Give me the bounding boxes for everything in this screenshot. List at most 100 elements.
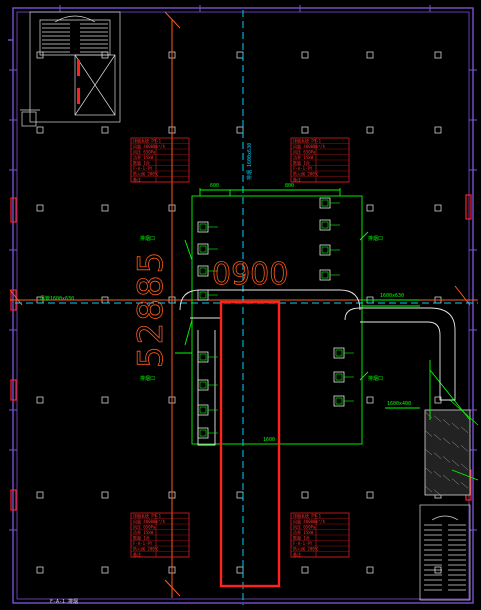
terminal-core bbox=[335, 397, 343, 405]
stair-bottom-right bbox=[419, 504, 471, 601]
column-marker bbox=[101, 126, 109, 134]
table-cell: 备注 bbox=[293, 551, 301, 557]
terminal-core bbox=[199, 245, 207, 253]
hatch-stroke bbox=[433, 471, 442, 478]
table-cell: 排烟系统 PY-1 bbox=[133, 513, 162, 519]
column-marker bbox=[36, 566, 44, 574]
table-cell: 风量 48000m³/h bbox=[133, 518, 166, 524]
terminal-core bbox=[199, 381, 207, 389]
hatch-stroke bbox=[433, 452, 442, 459]
table-cell: 防火阀 280℃ bbox=[133, 171, 159, 177]
table-cell: 风压 650Pa bbox=[133, 525, 156, 530]
table-cell: 风量 48000m³/h bbox=[293, 518, 326, 524]
hatched-room bbox=[424, 399, 479, 496]
duct-label-lower-right: 1600x400 bbox=[387, 401, 411, 407]
table-cell: 备注 bbox=[133, 176, 141, 182]
hatch-stroke bbox=[451, 478, 460, 485]
center-vertical-label: 排烟 1600x630 bbox=[246, 143, 253, 180]
terminal-core bbox=[335, 349, 343, 357]
table-cell: F-A-1-PY bbox=[133, 166, 153, 171]
hatch-stroke bbox=[424, 448, 433, 456]
hatch-stroke bbox=[460, 463, 469, 470]
column-marker bbox=[366, 51, 374, 59]
terminal-core bbox=[199, 353, 207, 361]
wall-red-markers bbox=[10, 194, 472, 511]
hatch-stroke bbox=[424, 485, 433, 493]
column-marker bbox=[101, 491, 109, 499]
table-cell: 数量 1台 bbox=[133, 535, 150, 541]
table-cell: 排烟系统 PY-1 bbox=[133, 138, 162, 144]
table-cell: 风压 650Pa bbox=[293, 150, 316, 155]
table-cell: 备注 bbox=[293, 176, 301, 182]
equipment-label-bottom-right: 排烟口 bbox=[368, 375, 383, 382]
table-cell: 数量 1台 bbox=[293, 535, 310, 541]
selection-highlight[interactable] bbox=[219, 300, 281, 588]
axis-label-right: 1600x630 bbox=[380, 293, 404, 299]
hatch-stroke bbox=[433, 434, 442, 441]
center-dim-top-left: 600 bbox=[210, 183, 219, 189]
column-marker bbox=[301, 51, 309, 59]
table-cell: 风压 650Pa bbox=[133, 150, 156, 155]
table-cell: 风量 48000m³/h bbox=[133, 143, 166, 149]
terminal-core bbox=[199, 267, 207, 275]
table-cell: 功率 15kW bbox=[293, 154, 314, 160]
hatch-stroke bbox=[442, 456, 451, 463]
center-dim-bottom: 1600 bbox=[263, 437, 275, 443]
terminal-unit bbox=[333, 347, 345, 359]
column-marker bbox=[236, 126, 244, 134]
column-marker bbox=[36, 204, 44, 212]
hatch-stroke bbox=[433, 415, 442, 422]
column-marker bbox=[301, 126, 309, 134]
terminal-core bbox=[321, 199, 329, 207]
terminal-unit bbox=[197, 243, 209, 255]
table-cell: 防火阀 280℃ bbox=[293, 171, 319, 177]
terminal-unit bbox=[319, 269, 331, 281]
hatch-stroke bbox=[460, 426, 469, 433]
hatch-stroke bbox=[433, 489, 442, 496]
hatch-stroke bbox=[442, 474, 451, 482]
column-marker bbox=[366, 566, 374, 574]
axis-label-left: 风管1600x630 bbox=[40, 295, 74, 302]
table-cell: F-A-1-PY bbox=[293, 541, 313, 546]
terminal-unit bbox=[333, 371, 345, 383]
hatch-stroke bbox=[460, 482, 469, 489]
terminal-core bbox=[321, 271, 329, 279]
terminal-core bbox=[199, 223, 207, 231]
terminal-unit bbox=[197, 379, 209, 391]
hatch-stroke bbox=[460, 445, 469, 452]
bottom-left-label: F-A-1 排烟 bbox=[50, 598, 78, 605]
table-cell: 防火阀 280℃ bbox=[133, 546, 159, 552]
equipment-label-bottom-left: 排烟口 bbox=[140, 375, 155, 382]
column-marker bbox=[366, 396, 374, 404]
table-cell: F-A-1-PY bbox=[293, 166, 313, 171]
table-cell: 排烟系统 PY-1 bbox=[293, 513, 322, 519]
structural-columns bbox=[36, 51, 442, 574]
table-cell: 防火阀 280℃ bbox=[293, 546, 319, 552]
terminal-core bbox=[321, 221, 329, 229]
terminal-unit bbox=[319, 197, 331, 209]
table-cell: F-A-1-PY bbox=[133, 541, 153, 546]
terminal-core bbox=[199, 291, 207, 299]
terminal-unit bbox=[197, 221, 209, 233]
table-cell: 功率 15kW bbox=[133, 154, 154, 160]
column-marker bbox=[301, 491, 309, 499]
terminal-core bbox=[321, 246, 329, 254]
column-marker bbox=[366, 491, 374, 499]
column-marker bbox=[236, 566, 244, 574]
duct-network-green bbox=[175, 188, 471, 445]
terminal-unit bbox=[197, 265, 209, 277]
hatch-stroke bbox=[424, 430, 433, 437]
duct-trunk-white bbox=[179, 289, 456, 446]
table-cell: 排烟系统 PY-1 bbox=[293, 138, 322, 144]
column-marker bbox=[101, 396, 109, 404]
table-cell: 功率 15kW bbox=[293, 529, 314, 535]
column-marker bbox=[434, 204, 442, 212]
terminal-core bbox=[199, 406, 207, 414]
axis-lines bbox=[9, 11, 478, 598]
